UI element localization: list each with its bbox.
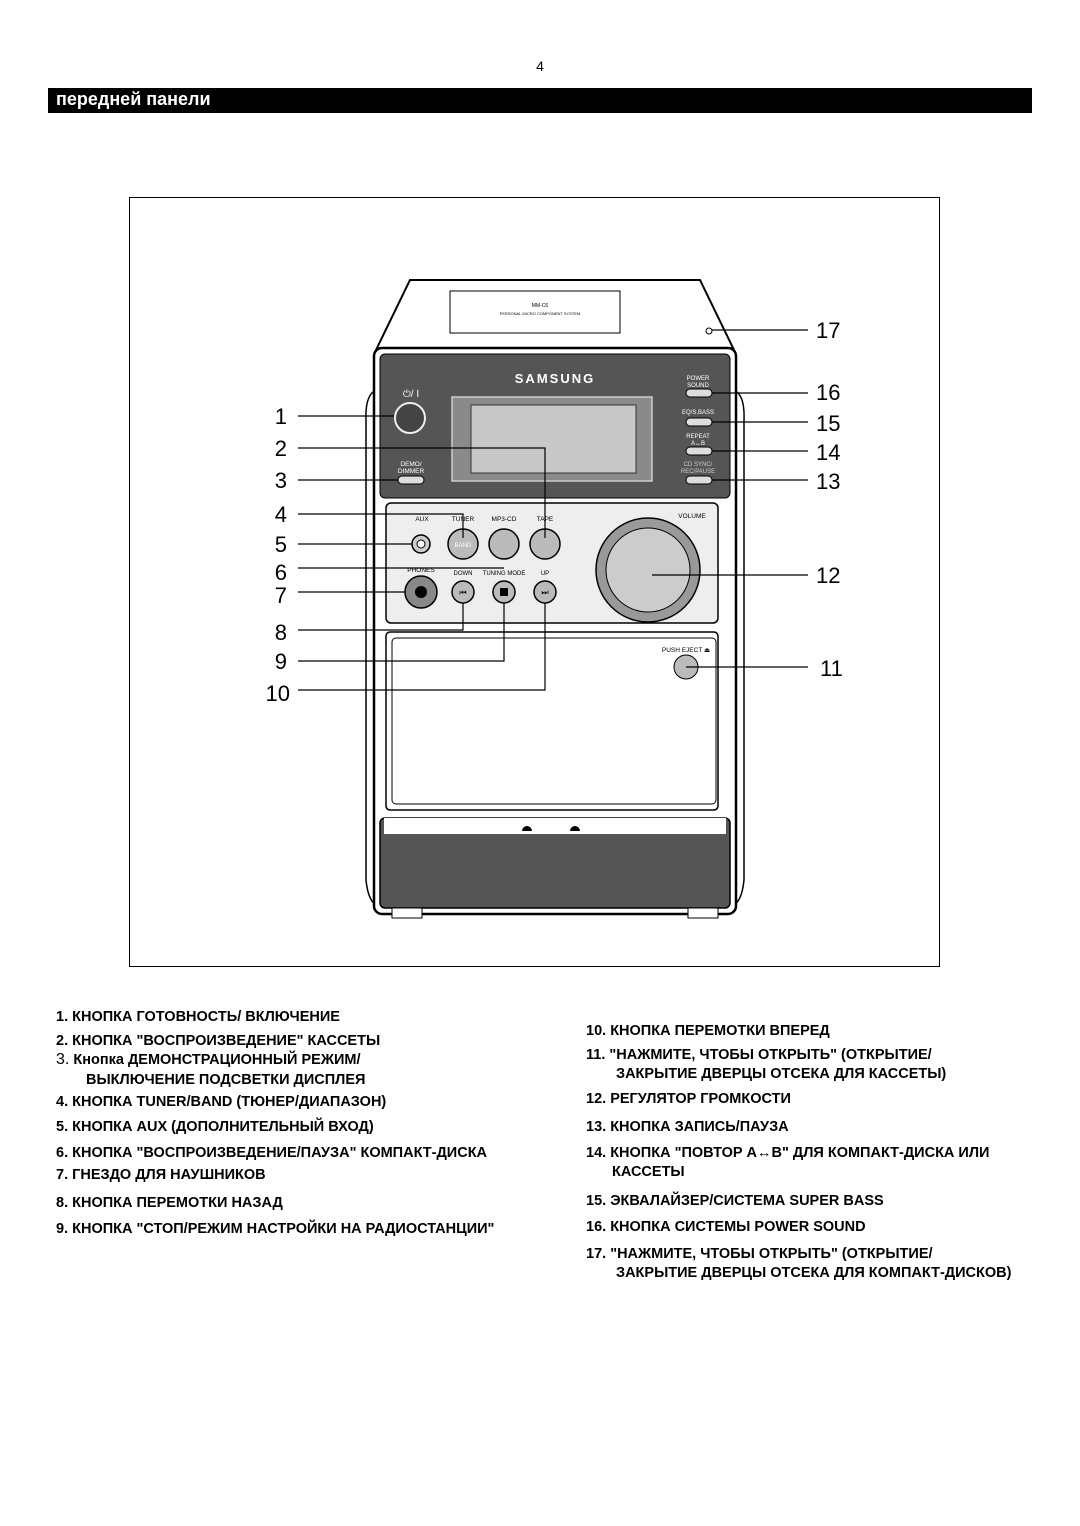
callout-16: 16 [816,380,840,405]
aux-button-inner [416,539,426,549]
phones-label: PHONES [407,567,435,574]
legend-item: 3. Кнопка ДЕМОНСТРАЦИОННЫЙ РЕЖИМ/ВЫКЛЮЧЕ… [56,1051,366,1088]
legend-item: 6. КНОПКА "ВОСПРОИЗВЕДЕНИЕ/ПАУЗА" КОМПАК… [56,1145,488,1161]
section-header: передней панели [48,88,1032,113]
callout-2: 2 [275,436,287,461]
left-foot [391,907,423,919]
display-screen [470,404,637,474]
repeat-label-2: A↔B [691,441,705,447]
power-button[interactable] [394,402,426,434]
right-side [733,389,745,906]
legend-item: 15. ЭКВАЛАЙЗЕР/СИСТЕМА SUPER BASS [586,1193,884,1209]
demo-label-2: DIMMER [398,468,425,475]
legend-item: 2. КНОПКА "ВОСПРОИЗВЕДЕНИЕ" КАССЕТЫ [56,1033,381,1049]
right-callouts: 17 16 15 14 13 12 11 [816,318,843,681]
callout-14: 14 [816,440,840,465]
callout-7: 7 [275,583,287,608]
rewind-icon: ⏮ [459,588,466,597]
eq-sbass-button[interactable] [685,417,713,427]
legend-item: 12. РЕГУЛЯТОР ГРОМКОСТИ [586,1091,791,1107]
right-foot [687,907,719,919]
section-title: передней панели [56,89,211,109]
push-eject-label: PUSH EJECT ⏏ [662,647,710,654]
volume-label: VOLUME [678,513,706,520]
callout-5: 5 [275,532,287,557]
callout-8: 8 [275,620,287,645]
callout-4: 4 [275,502,287,527]
eq-label: EQ/S.BASS [682,410,714,416]
power-sound-label-1: POWER [687,376,710,382]
callout-3: 3 [275,468,287,493]
power-symbol: ⏻/ I [403,389,419,400]
bottom-strip [384,818,726,834]
band-label: BAND [455,543,472,549]
repeat-button[interactable] [685,446,713,456]
cassette-door [391,637,717,805]
model-subtitle: PERSONAL MICRO COMPONENT SYSTEM [500,311,581,316]
callout-15: 15 [816,411,840,436]
legend-item: 11. "НАЖМИТЕ, ЧТОБЫ ОТКРЫТЬ" (ОТКРЫТИЕ/З… [586,1047,947,1082]
callout-1: 1 [275,404,287,429]
rec-pause-button[interactable] [685,475,713,485]
callout-12: 12 [816,563,840,588]
legend-item: 14. КНОПКА "ПОВТОР A↔B" ДЛЯ КОМПАКТ-ДИСК… [586,1145,990,1180]
legend-item: 13. КНОПКА ЗАПИСЬ/ПАУЗА [586,1119,789,1135]
legend-item: 10. КНОПКА ПЕРЕМОТКИ ВПЕРЕД [586,1023,830,1039]
power-sound-label-2: SOUND [687,383,709,389]
legend-item: 16. КНОПКА СИСТЕМЫ POWER SOUND [586,1219,866,1235]
aux-label: AUX [415,516,429,523]
up-label: UP [541,571,549,577]
legend-item: 4. КНОПКА TUNER/BAND (ТЮНЕР/ДИАПАЗОН) [56,1094,387,1110]
cd-open-button[interactable] [705,327,713,335]
left-side [365,389,377,906]
forward-icon: ⏭ [541,588,548,597]
phones-jack[interactable] [415,586,427,598]
stop-icon [500,588,508,596]
figure-frame [129,197,940,967]
mp3cd-label: MP3-CD [492,516,517,523]
legend-item: 5. КНОПКА AUX (ДОПОЛНИТЕЛЬНЫЙ ВХОД) [56,1119,374,1135]
power-sound-button[interactable] [685,388,713,398]
callout-11: 11 [820,656,843,681]
volume-knob[interactable] [605,527,691,613]
down-label: DOWN [454,571,473,577]
brand-logo: SAMSUNG [515,371,595,386]
cdsync-label-2: REC/PAUSE [681,469,715,475]
callout-9: 9 [275,649,287,674]
callout-17: 17 [816,318,840,343]
device-diagram: MM-C6 PERSONAL MICRO COMPONENT SYSTEM SA… [266,279,843,919]
demo-label-1: DEMO/ [400,461,422,468]
leader-lines [298,329,808,691]
callout-6: 6 [275,560,287,585]
cdsync-label-1: CD SYNC/ [684,462,713,468]
model-text: MM-C6 [532,303,549,309]
tuning-mode-label: TUNING MODE [483,571,526,577]
callout-13: 13 [816,469,840,494]
legend-item: 8. КНОПКА ПЕРЕМОТКИ НАЗАД [56,1195,283,1211]
demo-dimmer-button[interactable] [397,475,425,485]
cd-lid-label [449,290,621,334]
bottom-clips [522,826,580,831]
legend-item: 1. КНОПКА ГОТОВНОСТЬ/ ВКЛЮЧЕНИЕ [56,1009,340,1025]
cd-play-pause-button[interactable] [488,528,520,560]
left-callouts: 1 2 3 4 5 6 7 8 9 10 [266,404,290,706]
legend-item: 17. "НАЖМИТЕ, ЧТОБЫ ОТКРЫТЬ" (ОТКРЫТИЕ/З… [586,1246,1012,1281]
page-number: 4 [536,58,544,74]
legend-item: 7. ГНЕЗДО ДЛЯ НАУШНИКОВ [56,1167,266,1183]
repeat-label-1: REPEAT [686,434,710,440]
legend-item: 9. КНОПКА "СТОП/РЕЖИМ НАСТРОЙКИ НА РАДИО… [56,1221,495,1237]
callout-10: 10 [266,681,290,706]
